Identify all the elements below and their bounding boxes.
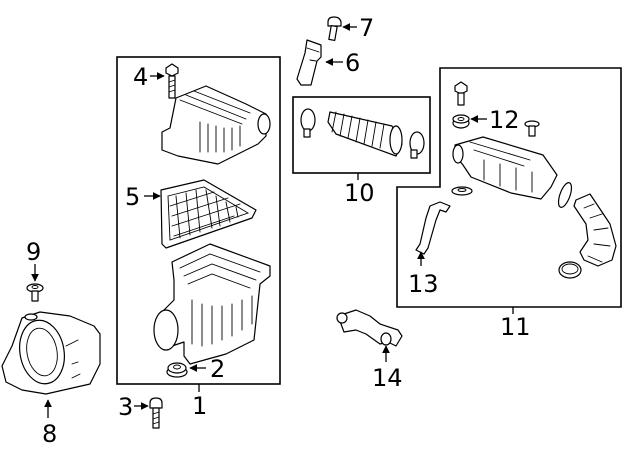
o-ring[interactable] [556,181,574,209]
elbow-duct[interactable] [573,193,617,267]
callout-2[interactable]: 2 [210,355,225,383]
callout-11[interactable]: 11 [500,313,531,341]
screw-box-11[interactable] [524,120,540,137]
callout-5[interactable]: 5 [125,183,140,211]
callout-8[interactable]: 8 [42,420,57,448]
grommet-part-2[interactable] [166,362,188,378]
callout-14[interactable]: 14 [372,364,403,392]
group-box-11 [396,67,622,308]
callout-10[interactable]: 10 [344,179,375,207]
bolt-part-3[interactable] [149,397,163,429]
grommet-box-11[interactable] [451,186,473,196]
hose-clamp-left[interactable] [300,108,316,138]
callout-13[interactable]: 13 [408,270,439,298]
callout-12[interactable]: 12 [489,106,520,134]
bolt-part-4[interactable] [165,63,179,99]
screw-part-9[interactable] [26,283,44,302]
group-box-10 [292,96,431,174]
callout-4[interactable]: 4 [133,63,148,91]
grommet-part-12[interactable] [452,114,470,129]
bracket-part-13[interactable] [415,201,451,255]
bolt-box-11[interactable] [454,81,468,106]
hose-clamp-right[interactable] [409,131,425,159]
air-cleaner-cover[interactable] [161,85,271,165]
air-cleaner-housing[interactable] [153,243,271,365]
callout-7[interactable]: 7 [359,14,374,42]
clamp-box-11[interactable] [558,261,582,279]
air-inlet-duct-part-8[interactable] [1,311,101,395]
callout-3[interactable]: 3 [118,393,133,421]
resonator[interactable] [452,136,558,200]
callout-6[interactable]: 6 [345,49,360,77]
vent-hose-part-14[interactable] [336,309,403,347]
outlet-hose[interactable] [327,111,403,157]
duct-inlet-part-6[interactable] [296,39,322,86]
air-filter-part-5[interactable] [160,179,257,249]
bolt-part-7[interactable] [327,16,342,42]
callout-1[interactable]: 1 [192,392,207,420]
callout-9[interactable]: 9 [26,238,41,266]
